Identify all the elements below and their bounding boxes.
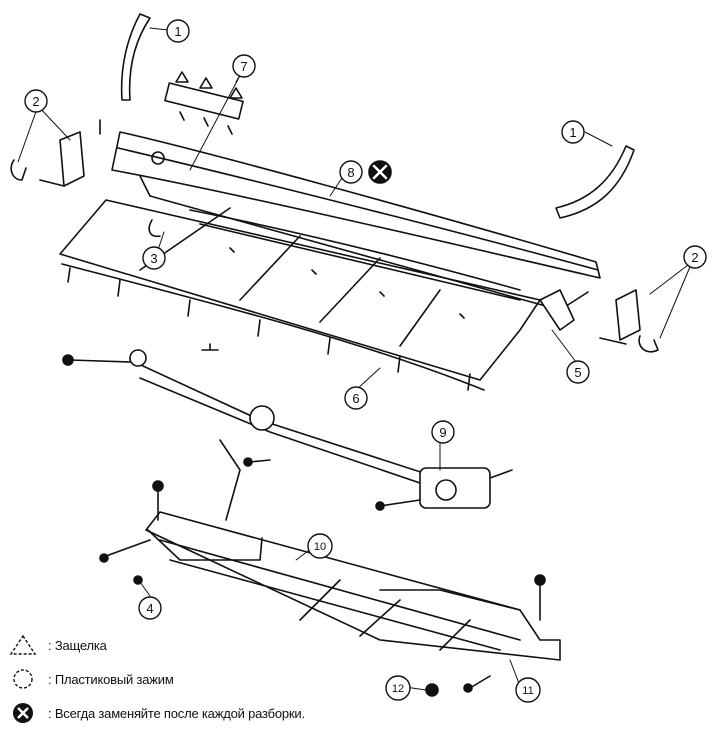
- triangle-outline-icon: [9, 634, 37, 655]
- replace-mark: [368, 160, 392, 184]
- callout-label: 1: [569, 125, 576, 140]
- callout-label: 8: [347, 165, 354, 180]
- legend-replace-text: : Всегда заменяйте после каждой разборки…: [48, 705, 305, 721]
- callout-4: 4: [138, 596, 162, 620]
- bolts: [62, 354, 546, 697]
- callout-1-left: 1: [166, 19, 190, 43]
- callout-5: 5: [566, 360, 590, 384]
- callout-label: 5: [574, 365, 581, 380]
- weatherstrip-right: [555, 145, 635, 219]
- callouts: 1 1 2 2 3 4 5 6 7 8 9 10 11 12: [24, 19, 707, 703]
- callout-label: 7: [240, 59, 247, 74]
- dashed-circle-icon: [13, 669, 33, 689]
- legend-clip: : Пластиковый зажим: [8, 666, 428, 692]
- side-bracket-right: [599, 289, 659, 353]
- callout-label: 11: [522, 685, 533, 697]
- clip-strip: [164, 71, 244, 135]
- callout-9: 9: [431, 420, 455, 444]
- callout-11: 11: [515, 677, 541, 703]
- weatherstrip-left: [120, 13, 151, 101]
- callout-label: 2: [691, 250, 698, 265]
- legend-latch: : Защелка: [8, 632, 428, 658]
- callout-label: 3: [150, 251, 157, 266]
- callout-10: 10: [307, 533, 333, 559]
- callout-label: 1: [174, 24, 181, 39]
- legend-replace: : Всегда заменяйте после каждой разборки…: [8, 700, 428, 726]
- side-bracket-left: [10, 119, 101, 187]
- callout-label: 10: [314, 541, 326, 553]
- wiper-linkage: [129, 343, 513, 521]
- clip-3: [148, 219, 161, 238]
- callout-2-left: 2: [24, 89, 48, 113]
- callout-1-right: 1: [561, 120, 585, 144]
- callout-label: 12: [392, 683, 404, 695]
- callout-label: 4: [146, 601, 153, 616]
- callout-6: 6: [344, 386, 368, 410]
- callout-2-right: 2: [683, 245, 707, 269]
- callout-label: 6: [352, 391, 359, 406]
- callout-label: 2: [32, 94, 39, 109]
- lower-cowl-panel: [59, 199, 541, 391]
- lower-tray: [145, 511, 561, 661]
- callout-12: 12: [385, 675, 411, 701]
- cowl-grille: [111, 131, 601, 331]
- legend-clip-text: : Пластиковый зажим: [48, 671, 174, 687]
- callout-3: 3: [142, 246, 166, 270]
- callout-label: 9: [439, 425, 446, 440]
- replace-x-icon: [13, 703, 33, 723]
- callout-8: 8: [339, 160, 363, 184]
- callout-7: 7: [232, 54, 256, 78]
- legend-latch-text: : Защелка: [48, 637, 107, 653]
